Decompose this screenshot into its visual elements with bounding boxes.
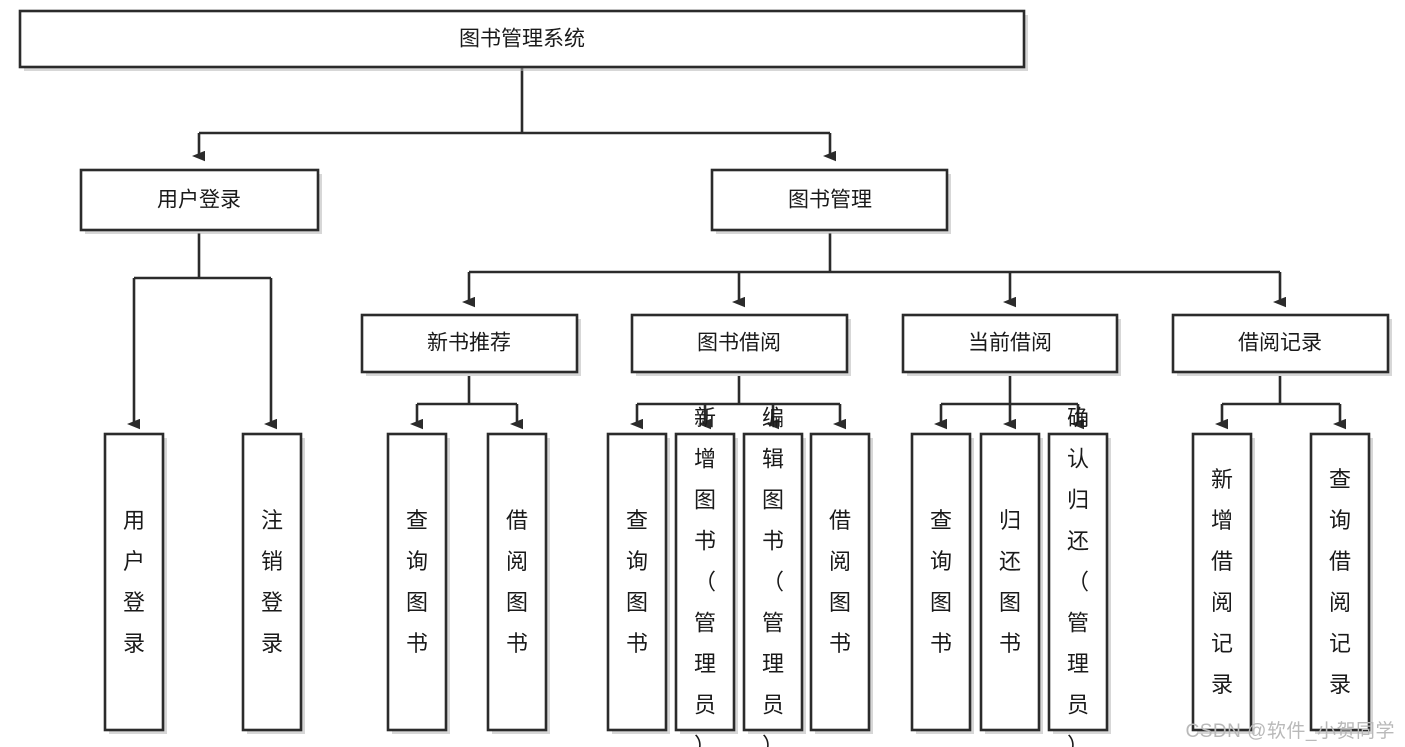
node-root-label: 图书管理系统	[459, 28, 585, 51]
node-leaf-add-record[interactable]: 新增借阅记录	[1191, 432, 1255, 734]
csdn-watermark: CSDN @软件_小贺同学	[1185, 721, 1395, 742]
node-leaf-edit-book-label: 编辑图书（管理员）	[762, 406, 784, 747]
node-borrow-record-label: 借阅记录	[1238, 332, 1322, 355]
node-leaf-borrow-book-1-label: 借阅图书	[506, 508, 528, 656]
node-leaf-return-book[interactable]: 归还图书	[979, 432, 1043, 734]
node-user-login-label: 用户登录	[157, 189, 241, 212]
node-leaf-query-book-2-label: 查询图书	[626, 508, 648, 656]
node-leaf-add-book-label: 新增图书（管理员）	[694, 406, 716, 747]
node-leaf-user-logout[interactable]: 注销登录	[241, 432, 305, 734]
node-leaf-add-record-label: 新增借阅记录	[1211, 467, 1233, 697]
node-leaf-edit-book[interactable]: 编辑图书（管理员）	[742, 406, 806, 747]
node-leaf-borrow-book-1[interactable]: 借阅图书	[486, 432, 550, 734]
node-leaf-query-record[interactable]: 查询借阅记录	[1309, 432, 1373, 734]
node-leaf-query-book-1-label: 查询图书	[406, 508, 428, 656]
node-leaf-query-book-2[interactable]: 查询图书	[606, 432, 670, 734]
node-new-book-recommend[interactable]: 新书推荐	[360, 313, 581, 376]
node-leaf-borrow-book-2[interactable]: 借阅图书	[809, 432, 873, 734]
node-root[interactable]: 图书管理系统	[18, 9, 1028, 71]
node-leaf-user-login-label: 用户登录	[123, 508, 145, 656]
node-leaf-borrow-book-2-label: 借阅图书	[829, 508, 851, 656]
node-current-borrow-label: 当前借阅	[968, 332, 1052, 355]
node-leaf-query-record-label: 查询借阅记录	[1329, 467, 1351, 697]
node-leaf-query-book-3-label: 查询图书	[930, 508, 952, 656]
node-book-management-label: 图书管理	[788, 189, 872, 212]
node-leaf-user-login[interactable]: 用户登录	[103, 432, 167, 734]
node-book-borrow[interactable]: 图书借阅	[630, 313, 851, 376]
node-leaf-confirm-return-label: 确认归还（管理员）	[1067, 406, 1089, 747]
node-book-borrow-label: 图书借阅	[697, 332, 781, 355]
node-leaf-query-book-3[interactable]: 查询图书	[910, 432, 974, 734]
node-leaf-confirm-return[interactable]: 确认归还（管理员）	[1047, 406, 1111, 747]
connector-layer	[127, 68, 1346, 430]
node-user-login[interactable]: 用户登录	[79, 168, 322, 234]
node-leaf-return-book-label: 归还图书	[999, 508, 1021, 656]
node-leaf-query-book-1[interactable]: 查询图书	[386, 432, 450, 734]
node-current-borrow[interactable]: 当前借阅	[901, 313, 1121, 376]
node-book-management[interactable]: 图书管理	[710, 168, 951, 234]
node-leaf-add-book[interactable]: 新增图书（管理员）	[674, 406, 738, 747]
node-new-book-recommend-label: 新书推荐	[427, 332, 511, 355]
node-leaf-user-logout-label: 注销登录	[261, 508, 283, 656]
node-borrow-record[interactable]: 借阅记录	[1171, 313, 1392, 376]
